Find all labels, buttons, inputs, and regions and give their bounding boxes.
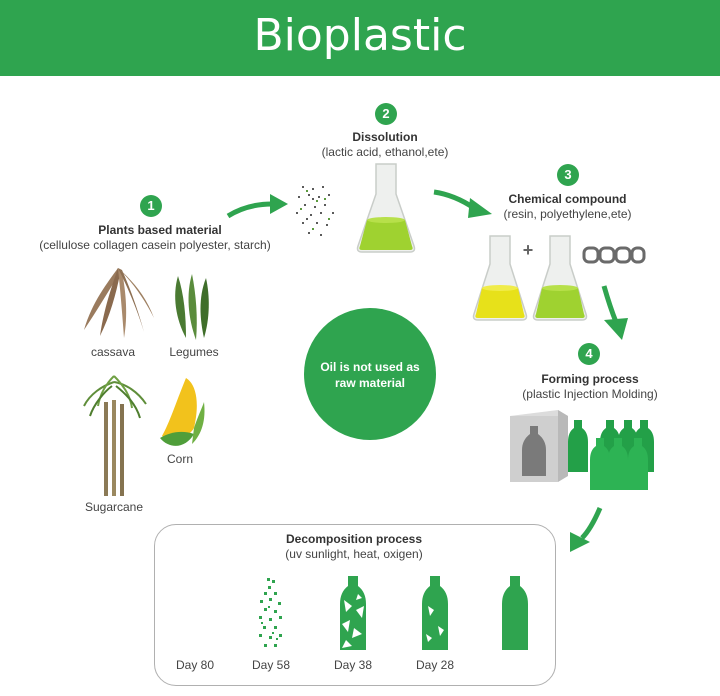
day-label: Day 38	[333, 658, 373, 672]
day-label: Day 28	[415, 658, 455, 672]
corn-label: Corn	[166, 452, 193, 466]
sugarcane-label: Sugarcane	[84, 500, 144, 514]
flask-dissolution-icon	[356, 163, 416, 253]
center-statement-line-1: Oil is not used as	[320, 360, 420, 374]
polymer-chain-icon	[582, 246, 646, 264]
step-4-subtitle: (plastic Injection Molding)	[522, 387, 658, 401]
step-2-subtitle: (lactic acid, ethanol,ete)	[321, 145, 449, 159]
step-3-title: Chemical compound	[508, 192, 627, 206]
legumes-icon	[175, 274, 209, 340]
step-2-title: Dissolution	[352, 130, 418, 144]
cassava-label: cassava	[90, 345, 136, 359]
arrow-1-to-2-icon	[226, 194, 288, 219]
flask-yellow-icon	[472, 235, 528, 321]
plus-sign: +	[522, 240, 534, 260]
injection-mold-icon	[510, 410, 568, 482]
decomposition-subtitle: (uv sunlight, heat, oxigen)	[285, 547, 423, 561]
arrow-4-to-decomposition-icon	[570, 507, 603, 552]
center-statement-circle: Oil is not used as raw material	[304, 308, 436, 440]
page-title: Bioplastic	[253, 10, 467, 61]
center-statement-line-2: raw material	[334, 376, 406, 390]
header-banner: Bioplastic	[0, 0, 720, 76]
bottle-day58-icon	[259, 578, 282, 647]
bottle-day38-icon	[340, 576, 366, 650]
step-2-badge: 2	[375, 103, 397, 125]
step-3-badge: 3	[557, 164, 579, 186]
decomposition-title: Decomposition process	[285, 532, 423, 546]
arrow-2-to-3-icon	[433, 189, 492, 218]
corn-icon	[160, 378, 205, 446]
green-bottles-icon	[568, 420, 654, 490]
step-1-title: Plants based material	[98, 223, 222, 237]
step-4-badge: 4	[578, 343, 600, 365]
bottle-day28-icon	[422, 576, 448, 650]
bottle-new-icon	[502, 576, 528, 650]
step-4-title: Forming process	[541, 372, 639, 386]
sugarcane-icon	[83, 375, 147, 496]
flask-green-icon	[532, 235, 588, 321]
day-label: Day 58	[251, 658, 291, 672]
step-1-badge: 1	[140, 195, 162, 217]
arrow-3-to-4-icon	[601, 285, 628, 340]
step-1-subtitle: (cellulose collagen casein polyester, st…	[39, 238, 271, 252]
day-label: Day 80	[175, 658, 215, 672]
legumes-label: Legumes	[169, 345, 219, 359]
step-3-subtitle: (resin, polyethylene,ete)	[503, 207, 632, 221]
cassava-icon	[84, 268, 154, 338]
particles-icon	[296, 186, 334, 236]
